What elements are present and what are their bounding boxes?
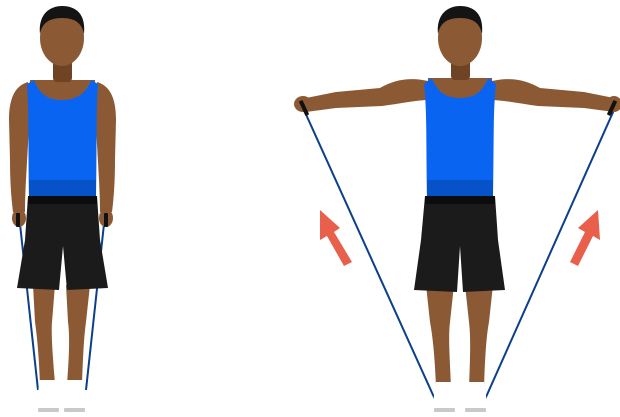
band-left xyxy=(304,110,438,406)
head xyxy=(40,6,84,82)
head xyxy=(438,6,482,80)
shoes xyxy=(38,380,86,412)
band-right xyxy=(482,110,614,406)
figure-start-position xyxy=(9,6,116,412)
shorts xyxy=(414,196,505,292)
figure-end-position xyxy=(294,6,620,412)
legs xyxy=(426,285,493,388)
shoes xyxy=(434,382,487,412)
arrow-up-left-icon xyxy=(320,210,352,266)
shorts xyxy=(17,196,108,290)
legs xyxy=(33,285,90,384)
tank-top xyxy=(27,80,98,198)
tank-top xyxy=(424,78,496,198)
arrow-up-right-icon xyxy=(570,210,600,266)
